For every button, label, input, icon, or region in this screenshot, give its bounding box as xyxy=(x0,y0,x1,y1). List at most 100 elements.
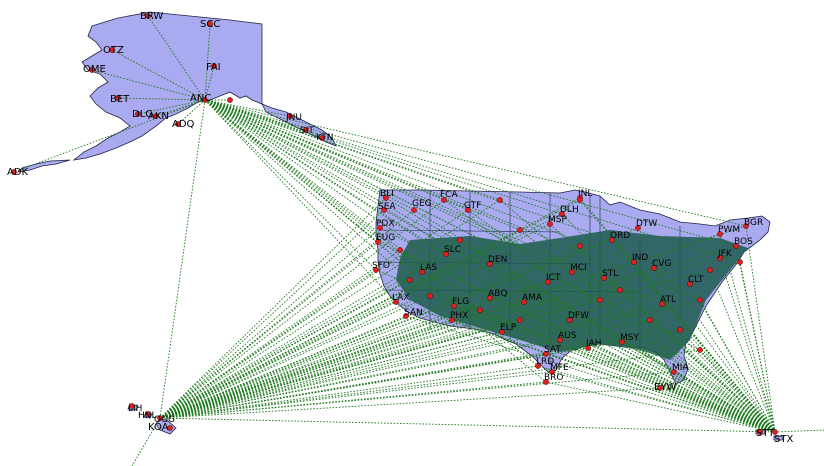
label-den: DEN xyxy=(488,255,507,265)
airport-marker xyxy=(145,13,151,19)
route-line xyxy=(719,233,776,433)
airport-marker xyxy=(597,297,603,303)
label-scc: SCC xyxy=(200,19,220,30)
route-line xyxy=(204,99,589,349)
airport-marker xyxy=(319,135,325,141)
land-layer xyxy=(16,11,785,441)
route-line xyxy=(579,199,776,433)
airport-marker xyxy=(631,259,637,265)
airport-marker xyxy=(521,299,527,305)
route-line xyxy=(204,99,737,247)
route-line xyxy=(204,99,447,255)
airport-marker xyxy=(671,369,677,375)
airport-marker xyxy=(411,207,417,213)
airport-marker xyxy=(487,295,493,301)
route-line xyxy=(159,249,401,419)
label-stx: STX xyxy=(774,434,793,445)
airport-marker xyxy=(89,67,95,73)
route-line xyxy=(547,281,776,433)
airport-marker xyxy=(569,269,575,275)
route-line xyxy=(159,279,411,419)
label-anc: ANC xyxy=(190,93,211,104)
label-slc: SLC xyxy=(444,245,461,255)
route-line xyxy=(774,429,824,433)
airport-marker xyxy=(135,111,141,117)
route-line xyxy=(204,99,521,231)
airport-marker xyxy=(543,351,549,357)
airport-marker xyxy=(737,259,743,265)
route-line xyxy=(159,283,691,419)
route-line xyxy=(111,49,206,101)
label-msp: MSP xyxy=(548,215,567,225)
airport-marker xyxy=(153,113,159,119)
airport-marker xyxy=(487,261,493,267)
label-lrd: LRD xyxy=(536,357,554,367)
route-line xyxy=(523,301,776,433)
label-mfe: MFE xyxy=(550,363,569,373)
route-line xyxy=(204,99,635,263)
airport-marker xyxy=(617,287,623,293)
route-line xyxy=(689,283,776,433)
route-line xyxy=(551,371,776,433)
label-bet: BET xyxy=(110,94,130,105)
route-line xyxy=(177,99,206,125)
airport-marker xyxy=(377,225,383,231)
route-line xyxy=(204,99,571,321)
airport-marker xyxy=(129,403,135,409)
label-brw: BRW xyxy=(140,11,163,22)
label-bos: BOS xyxy=(734,237,753,247)
airport-marker xyxy=(407,277,413,283)
label-adq: ADQ xyxy=(172,119,195,130)
route-lines xyxy=(13,15,824,466)
route-line xyxy=(159,301,397,419)
airport-marker xyxy=(443,251,449,257)
airport-marker xyxy=(619,339,625,345)
route-line xyxy=(499,199,776,433)
route-line xyxy=(204,99,411,281)
label-fca: FCA xyxy=(440,190,458,200)
label-san: SAN xyxy=(404,308,423,318)
route-line xyxy=(459,239,776,433)
route-line xyxy=(159,199,581,419)
label-iah: IAH xyxy=(586,339,602,349)
airport-marker xyxy=(451,303,457,309)
label-dlg: DLG xyxy=(132,109,153,120)
route-line xyxy=(159,271,573,419)
airport-marker xyxy=(202,97,208,103)
airport-marker xyxy=(687,281,693,287)
route-line xyxy=(587,347,776,433)
airport-marker xyxy=(517,317,523,323)
label-las: LAS xyxy=(420,263,437,273)
airport-marker xyxy=(697,297,703,303)
route-line xyxy=(204,99,379,243)
route-line xyxy=(429,295,776,433)
airport-marker xyxy=(577,243,583,249)
route-line xyxy=(204,99,415,211)
route-line xyxy=(489,297,776,433)
route-line xyxy=(569,319,776,433)
airport-marker xyxy=(441,197,447,203)
airport-marker xyxy=(757,429,763,435)
airport-marker xyxy=(549,369,555,375)
label-pdx: PDX xyxy=(376,219,395,229)
route-line xyxy=(204,99,621,291)
label-dfw: DFW xyxy=(568,311,589,321)
route-line xyxy=(159,245,581,419)
label-sit: SIT xyxy=(300,126,314,136)
label-bli: BLI xyxy=(380,189,394,199)
route-line xyxy=(467,209,776,433)
airport-marker xyxy=(167,425,173,431)
airport-marker xyxy=(375,239,381,245)
route-line xyxy=(159,213,563,419)
label-fai: FAI xyxy=(206,62,221,73)
route-line xyxy=(159,99,206,419)
route-line xyxy=(739,261,776,433)
label-sat: SAT xyxy=(544,345,561,355)
route-line xyxy=(159,295,431,419)
route-line xyxy=(159,371,675,419)
airport-marker xyxy=(543,379,549,385)
route-line xyxy=(204,99,397,303)
route-line xyxy=(699,349,776,433)
route-line xyxy=(159,319,651,419)
route-line xyxy=(159,199,501,419)
